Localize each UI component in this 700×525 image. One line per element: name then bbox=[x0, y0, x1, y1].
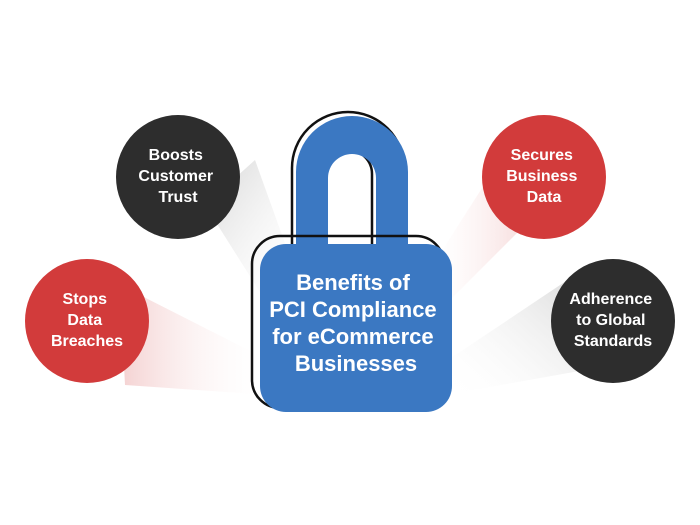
benefit-line: Business bbox=[506, 168, 577, 185]
benefit-label: Adherence to Global Standards bbox=[569, 291, 656, 350]
benefit-line: Data bbox=[527, 189, 562, 206]
lock-title-line-2: PCI Compliance bbox=[269, 297, 436, 322]
lock-title-line-1: Benefits of bbox=[296, 270, 410, 295]
benefit-line: Breaches bbox=[51, 333, 123, 350]
benefit-boosts-trust: Boosts Customer Trust bbox=[116, 115, 240, 239]
benefit-secures-data: Secures Business Data bbox=[482, 115, 606, 239]
benefit-line: Adherence bbox=[569, 291, 652, 308]
padlock-icon: Benefits of PCI Compliance for eCommerce… bbox=[250, 110, 452, 412]
lock-shackle bbox=[296, 116, 408, 258]
benefit-stops-breaches: Stops Data Breaches bbox=[25, 259, 149, 383]
benefit-label: Stops Data Breaches bbox=[51, 291, 123, 350]
benefit-line: Stops bbox=[63, 291, 108, 308]
benefit-label: Secures Business Data bbox=[506, 147, 582, 206]
benefit-global-standards: Adherence to Global Standards bbox=[551, 259, 675, 383]
benefit-line: Standards bbox=[574, 333, 652, 350]
benefit-line: to Global bbox=[576, 312, 645, 329]
benefit-line: Trust bbox=[158, 189, 198, 206]
lock-title: Benefits of PCI Compliance for eCommerce… bbox=[269, 270, 443, 376]
lock-body bbox=[260, 244, 452, 412]
lock-title-line-3: for eCommerce bbox=[272, 324, 433, 349]
ray-global-standards bbox=[445, 265, 590, 395]
benefit-line: Data bbox=[67, 312, 102, 329]
benefit-label: Boosts Customer Trust bbox=[138, 147, 217, 206]
benefit-circle bbox=[482, 115, 606, 239]
benefit-line: Boosts bbox=[149, 147, 203, 164]
lock-title-line-4: Businesses bbox=[295, 351, 417, 376]
benefit-line: Secures bbox=[511, 147, 573, 164]
benefit-line: Customer bbox=[138, 168, 213, 185]
benefit-circle bbox=[116, 115, 240, 239]
ray-stops-breaches bbox=[120, 285, 270, 395]
benefit-circle bbox=[25, 259, 149, 383]
benefit-circle bbox=[551, 259, 675, 383]
